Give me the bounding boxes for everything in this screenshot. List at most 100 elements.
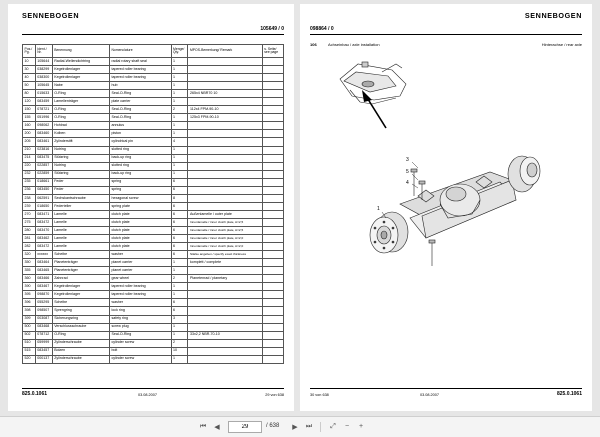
table-cell: 6 bbox=[170, 234, 189, 244]
right-page: 098864 / 0 SENNEBOGEN 106 Achseinbau / a… bbox=[300, 4, 592, 411]
last-page-icon[interactable]: ⏭ bbox=[305, 423, 313, 430]
table-cell: spring plate bbox=[108, 201, 172, 211]
table-cell bbox=[261, 274, 285, 284]
table-cell: 220 bbox=[22, 161, 36, 171]
table-cell: Sicherungsring bbox=[51, 314, 110, 324]
table-cell: 2 bbox=[170, 338, 189, 348]
table-cell: 083470 bbox=[34, 225, 53, 236]
prev-page-icon[interactable]: ◀ bbox=[214, 424, 220, 431]
table-cell: O-Ring bbox=[51, 105, 110, 115]
table-cell: 1 bbox=[170, 73, 189, 83]
table-cell: 083467 bbox=[34, 282, 53, 292]
table-cell: 055295 bbox=[34, 298, 53, 308]
table-cell bbox=[187, 201, 263, 211]
table-cell bbox=[187, 65, 263, 75]
table-cell: 150 bbox=[22, 105, 36, 115]
footer-page-right: 30 von 638 bbox=[310, 393, 329, 397]
table-cell: 083460 bbox=[34, 129, 53, 139]
callout-3: 3 bbox=[406, 157, 409, 163]
table-cell: 059999 bbox=[34, 338, 53, 348]
table-cell: screw plug bbox=[108, 322, 172, 332]
table-cell: Zahnrad bbox=[51, 274, 110, 284]
table-cell: 120 bbox=[22, 97, 36, 107]
zoom-in-icon[interactable]: + bbox=[358, 423, 364, 430]
table-cell: 1 bbox=[170, 169, 189, 179]
rear-axle-drawing bbox=[369, 155, 541, 266]
table-cell bbox=[187, 145, 263, 155]
table-cell: 33x2,2 NBR-70-10 bbox=[187, 330, 263, 340]
table-cell: 083466 bbox=[34, 274, 53, 284]
section-number: 106 bbox=[310, 42, 317, 47]
table-cell: 8 bbox=[170, 193, 189, 203]
table-cell: Federteller bbox=[51, 201, 110, 211]
table-cell: 510 bbox=[22, 338, 36, 348]
first-page-icon[interactable]: ⏮ bbox=[199, 423, 207, 430]
table-cell: 6 bbox=[170, 250, 189, 260]
table-cell: Lamelle bbox=[51, 225, 110, 236]
table-cell: 1 bbox=[170, 113, 189, 123]
table-cell: 1 bbox=[170, 258, 189, 268]
machine-thumbnail bbox=[339, 61, 407, 105]
table-cell bbox=[187, 81, 263, 91]
next-page-icon[interactable]: ▶ bbox=[292, 424, 298, 431]
table-cell bbox=[261, 282, 285, 292]
table-cell bbox=[261, 217, 285, 227]
table-cell: tapered roller bearing bbox=[108, 73, 172, 83]
table-cell bbox=[187, 193, 263, 203]
table-cell bbox=[261, 73, 285, 83]
table-cell: Innenlamelle / inner clutch plate, A=2,0 bbox=[187, 234, 263, 244]
callout-5: 5 bbox=[406, 169, 409, 175]
table-cell: Zylinderstift bbox=[51, 137, 110, 147]
table-cell: 083472 bbox=[34, 217, 53, 227]
table-cell bbox=[187, 185, 263, 195]
table-cell bbox=[187, 314, 263, 324]
table-cell bbox=[261, 97, 285, 107]
table-cell: piston bbox=[108, 129, 172, 139]
fit-page-icon[interactable]: ⤢ bbox=[330, 423, 336, 430]
table-cell: 214 bbox=[22, 153, 36, 163]
table-cell bbox=[261, 346, 285, 356]
table-cell: 3 bbox=[170, 314, 189, 324]
table-cell bbox=[261, 121, 285, 131]
table-cell: 6 bbox=[170, 201, 189, 211]
table-cell: 083472 bbox=[34, 242, 53, 252]
table-cell: 015633 bbox=[34, 89, 53, 99]
table-cell: 398 bbox=[22, 306, 36, 316]
table-cell bbox=[261, 225, 285, 236]
table-cell: 1 bbox=[170, 354, 189, 364]
table-cell: Planetenträger bbox=[51, 258, 110, 268]
table-cell: 80 bbox=[22, 89, 36, 99]
table-cell bbox=[187, 338, 263, 348]
table-cell: hub bbox=[108, 81, 172, 91]
table-cell bbox=[261, 169, 285, 179]
table-cell bbox=[187, 322, 263, 332]
table-cell: 6 bbox=[170, 225, 189, 236]
table-cell: back-up ring bbox=[108, 153, 172, 163]
page-number-input[interactable] bbox=[228, 421, 262, 433]
table-cell bbox=[187, 97, 263, 107]
table-cell bbox=[261, 306, 285, 316]
table-cell: Hohlrad bbox=[51, 121, 110, 131]
table-cell: Nutring bbox=[51, 161, 110, 171]
table-cell bbox=[261, 193, 285, 203]
table-cell: tapered roller bearing bbox=[108, 290, 172, 300]
table-cell: Außenlamelle / outer plate bbox=[187, 209, 263, 219]
table-cell: Feder bbox=[51, 177, 110, 187]
table-cell: 500 bbox=[22, 322, 36, 332]
table-cell: 6 bbox=[170, 242, 189, 252]
table-cell: 40 bbox=[22, 73, 36, 83]
table-cell: 1 bbox=[170, 65, 189, 75]
table-cell: 083462 bbox=[34, 234, 53, 244]
zoom-out-icon[interactable]: − bbox=[344, 423, 350, 430]
